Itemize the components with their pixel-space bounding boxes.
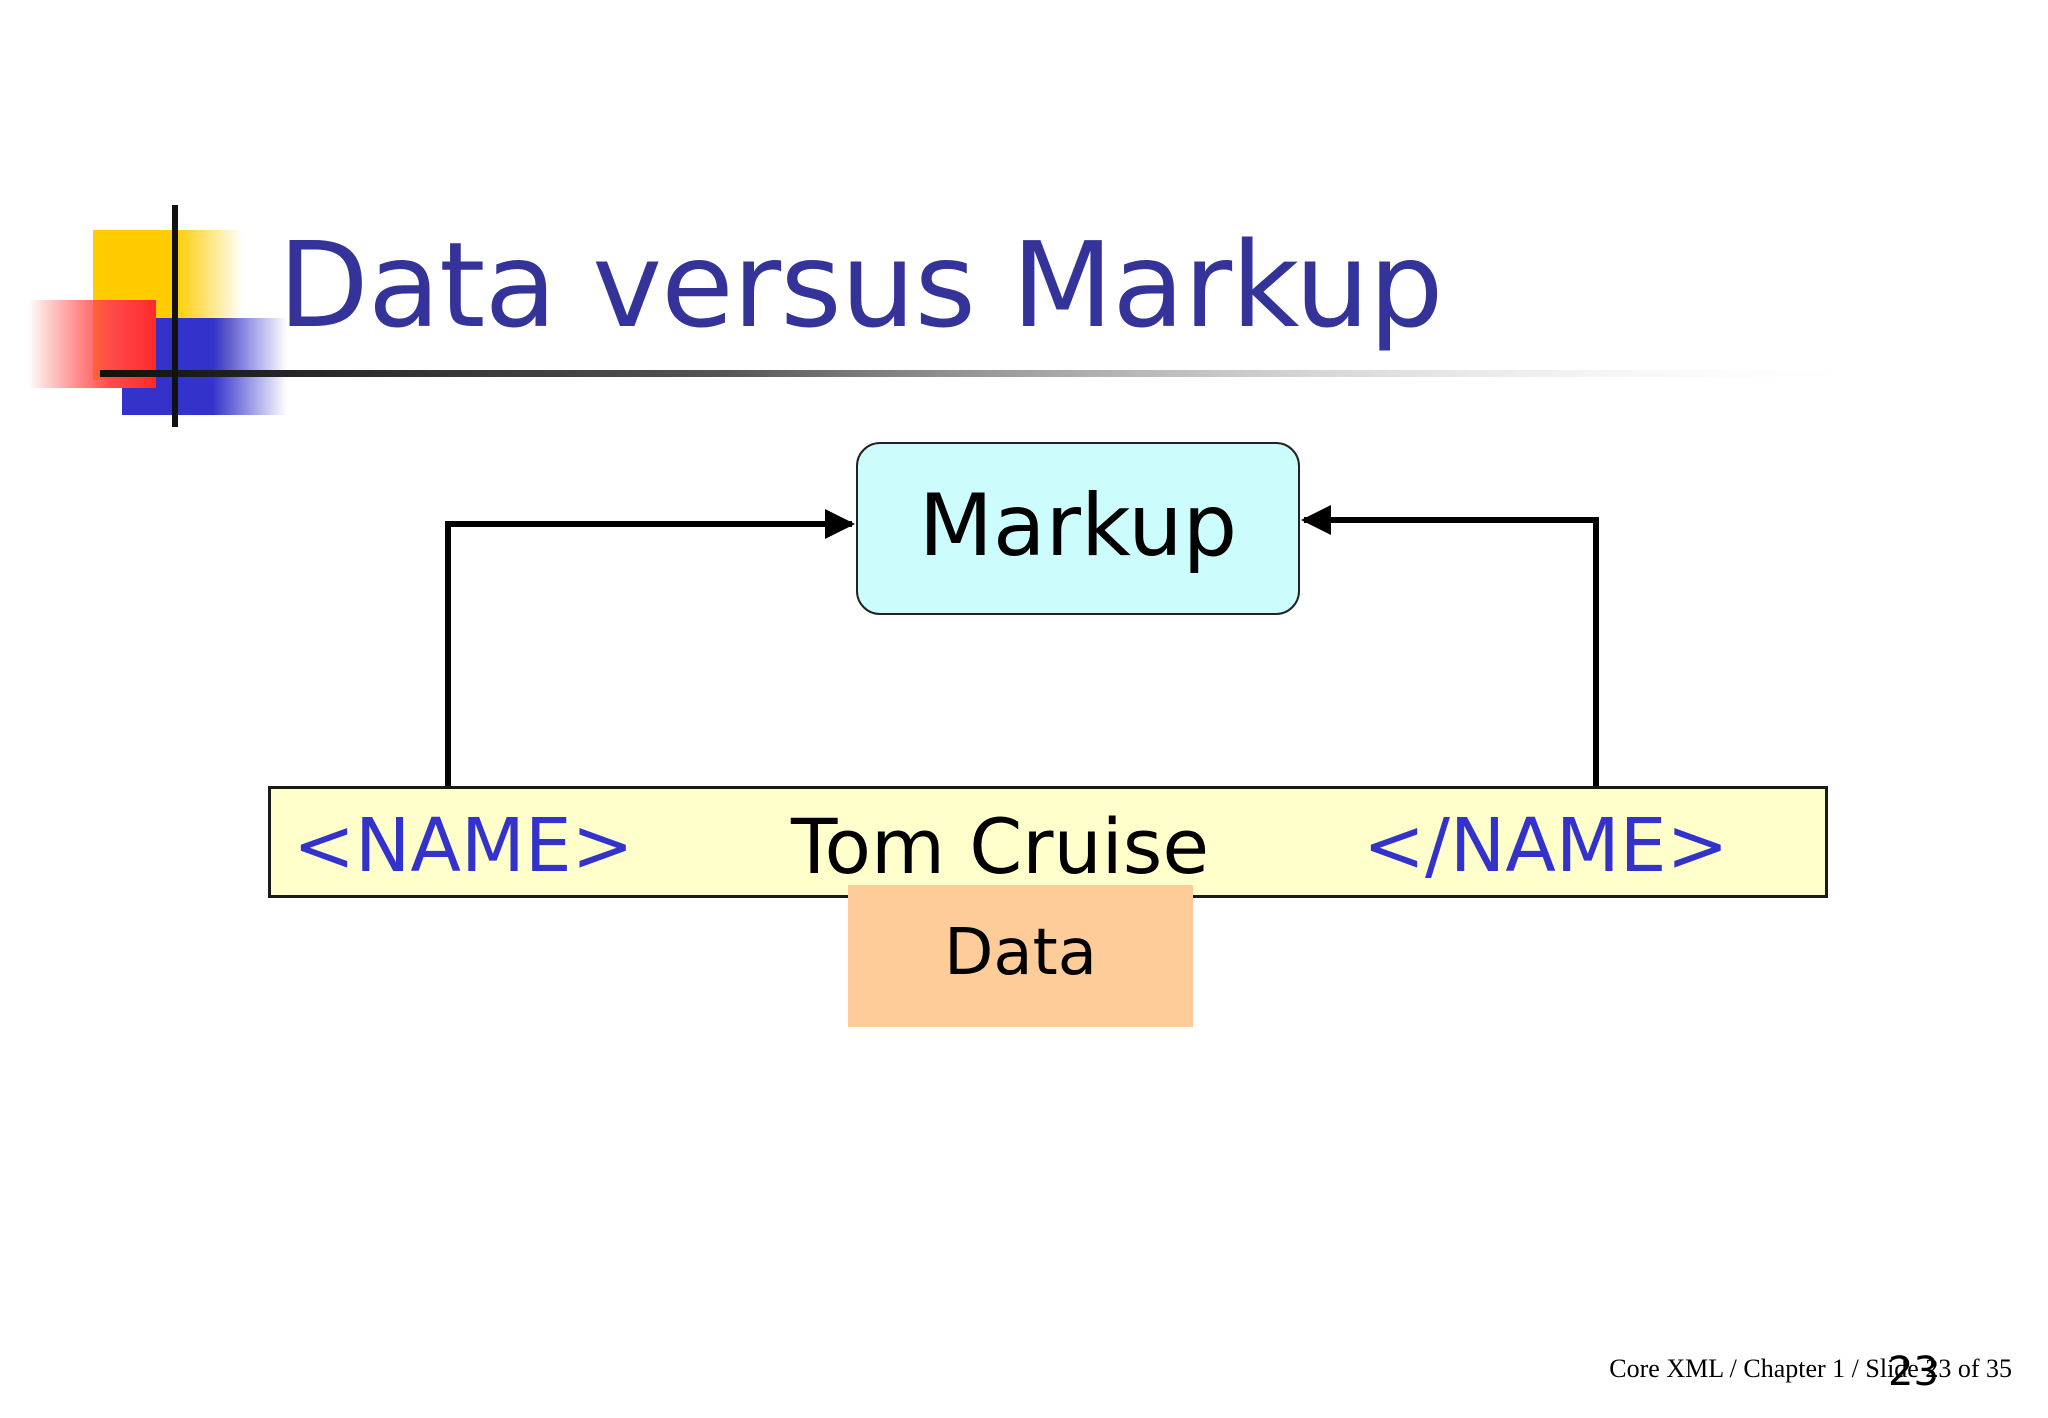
deco-vertical-line xyxy=(172,205,178,427)
right-connector-arrow xyxy=(1301,505,1599,792)
close-tag: </NAME> xyxy=(1363,803,1729,889)
title-rule xyxy=(100,370,1890,377)
data-label: Data xyxy=(944,916,1097,990)
data-box: Data xyxy=(848,885,1193,1027)
element-content: Tom Cruise xyxy=(791,802,1210,891)
markup-box: Markup xyxy=(856,442,1300,615)
title-decoration xyxy=(28,205,1890,427)
slide-title: Data versus Markup xyxy=(278,216,1443,354)
markup-label: Markup xyxy=(918,475,1238,576)
left-connector-arrow xyxy=(445,509,855,792)
xml-element-bar: <NAME> Tom Cruise </NAME> xyxy=(268,786,1828,898)
open-tag: <NAME> xyxy=(293,803,634,889)
slide-number: 23 xyxy=(1888,1349,1939,1395)
slide-footer: Core XML / Chapter 1 / Slide 23 of 35 xyxy=(1609,1354,2012,1383)
